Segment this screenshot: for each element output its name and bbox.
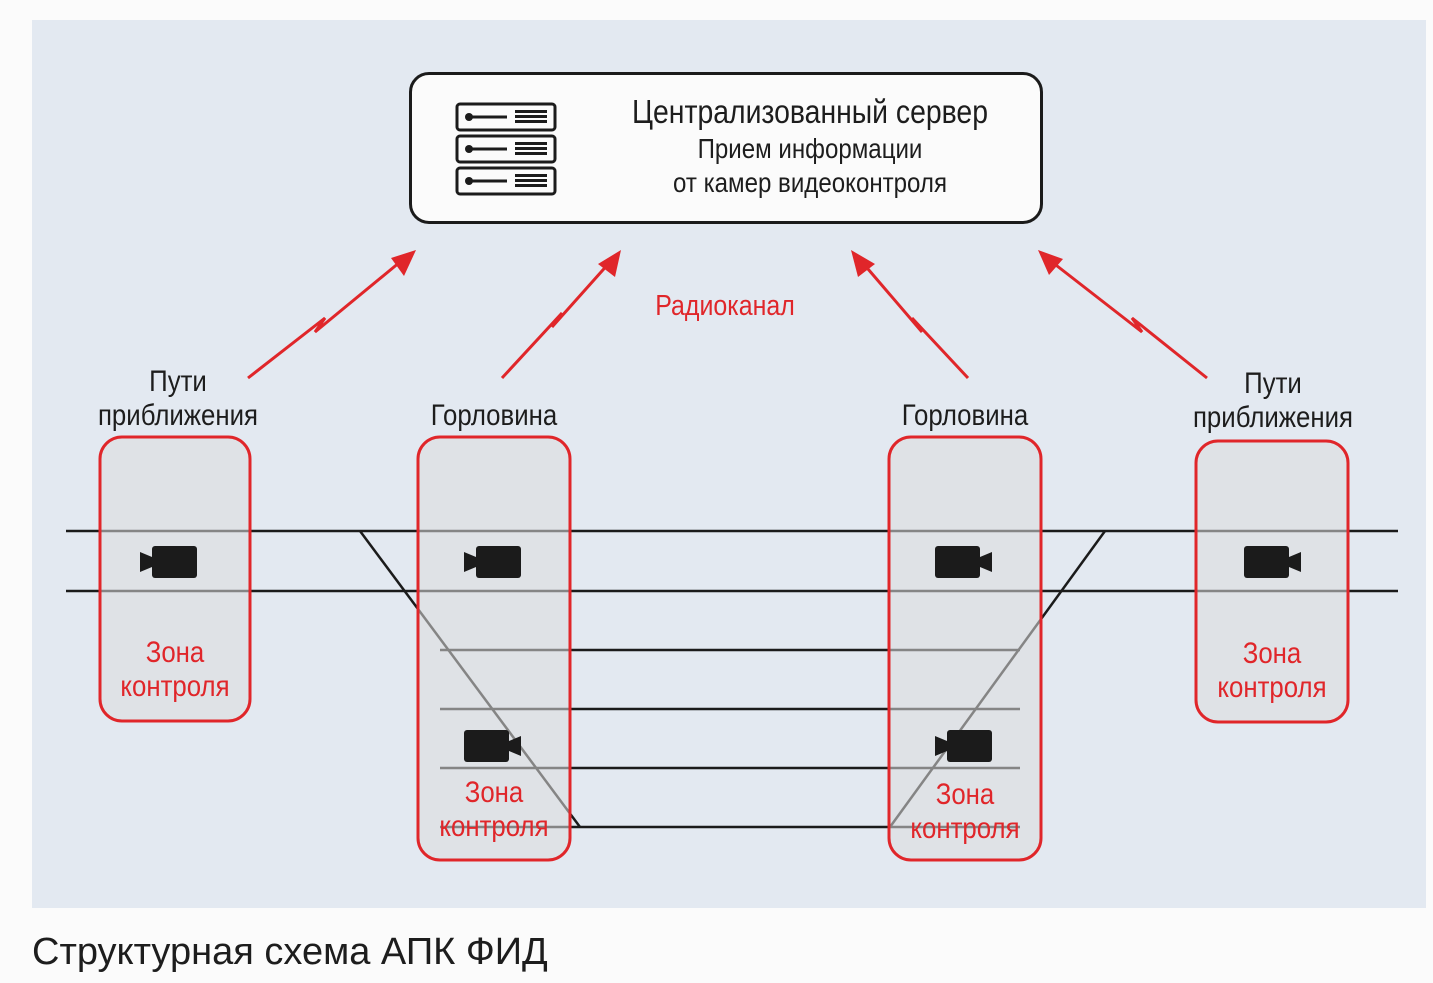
station-title-line: Горловина [430, 399, 558, 432]
zone-label-line: контроля [910, 812, 1020, 845]
server-title: Централизованный сервер [631, 93, 989, 130]
zone-label-line: Зона [145, 636, 205, 669]
arrow-head-1 [391, 250, 416, 276]
zone-throat-right [887, 435, 1043, 862]
server-description: Централизованный сервер Прием информации… [578, 92, 1042, 200]
zone-label-throat-left: Зона контроля [408, 776, 580, 844]
server-rack-icon [455, 102, 557, 196]
control-zones [98, 435, 1350, 862]
radio-channel-arrows [247, 260, 1208, 380]
figure-caption: Структурная схема АПК ФИД [32, 931, 548, 973]
radio-arrow-2 [500, 261, 612, 380]
station-title-approach-left: Пути приближения [92, 365, 264, 433]
zone-approach-right [1194, 439, 1350, 724]
radio-arrow-4 [1051, 260, 1208, 380]
zone-label-line: контроля [120, 670, 230, 703]
video-camera-icon [464, 730, 521, 762]
video-camera-icon [140, 546, 197, 578]
station-title-line: Пути [1244, 367, 1302, 400]
zone-label-approach-right: Зона контроля [1186, 637, 1358, 705]
video-camera-icon [935, 546, 992, 578]
radio-channel-label: Радиоканал [655, 290, 795, 322]
zone-throat-left [416, 435, 572, 862]
zone-label-line: Зона [1242, 637, 1302, 670]
station-title-line: Горловина [901, 399, 1029, 432]
station-title-throat-right: Горловина [879, 399, 1051, 433]
arrow-heads [391, 250, 1063, 277]
station-title-throat-left: Горловина [408, 399, 580, 433]
cameras [140, 546, 1301, 762]
zone-label-approach-left: Зона контроля [89, 636, 261, 704]
radio-arrow-1 [247, 260, 401, 380]
zone-label-line: контроля [1217, 671, 1327, 704]
video-camera-icon [1244, 546, 1301, 578]
zone-label-throat-right: Зона контроля [879, 778, 1051, 846]
video-camera-icon [935, 730, 992, 762]
zone-approach-left [98, 435, 252, 723]
zone-label-line: Зона [935, 778, 995, 811]
arrow-head-2 [598, 250, 621, 277]
station-title-line: Пути [149, 365, 207, 398]
arrow-head-3 [851, 250, 875, 277]
station-title-line: приближения [97, 399, 259, 432]
central-server-box [409, 72, 1043, 224]
station-title-approach-right: Пути приближения [1187, 367, 1359, 435]
zone-label-line: Зона [464, 776, 524, 809]
video-camera-icon [464, 546, 521, 578]
station-title-line: приближения [1192, 401, 1354, 434]
arrow-head-4 [1038, 250, 1063, 275]
radio-arrow-3 [860, 261, 970, 380]
server-line-1: Прием информации [697, 133, 923, 164]
server-line-2: от камер видеоконтроля [672, 167, 948, 198]
zone-label-line: контроля [439, 810, 549, 843]
